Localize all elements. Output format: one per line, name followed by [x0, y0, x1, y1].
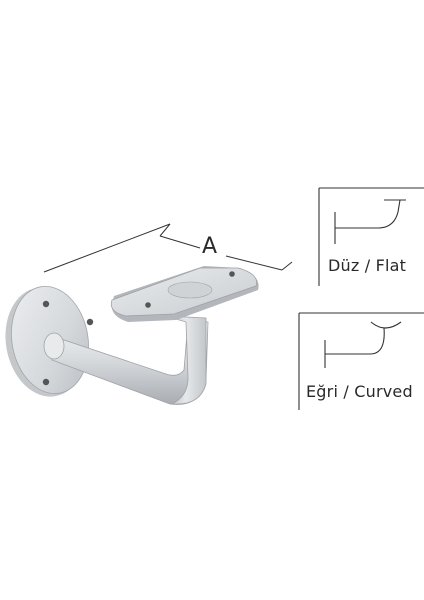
screw-hole [86, 318, 94, 326]
screw-hole [145, 302, 151, 308]
flat-profile-panel [318, 187, 424, 286]
screw-hole [229, 271, 235, 277]
screw-hole [42, 300, 50, 308]
curved-profile-label: Eğri / Curved [306, 382, 413, 401]
saddle-plate [110, 266, 259, 322]
dimension-label-a: A [202, 234, 218, 259]
bracket-arm [43, 315, 209, 405]
screw-hole [42, 378, 50, 386]
curved-profile-panel [298, 312, 424, 410]
flat-profile-label: Düz / Flat [328, 256, 407, 275]
dimension-line [43, 223, 293, 273]
